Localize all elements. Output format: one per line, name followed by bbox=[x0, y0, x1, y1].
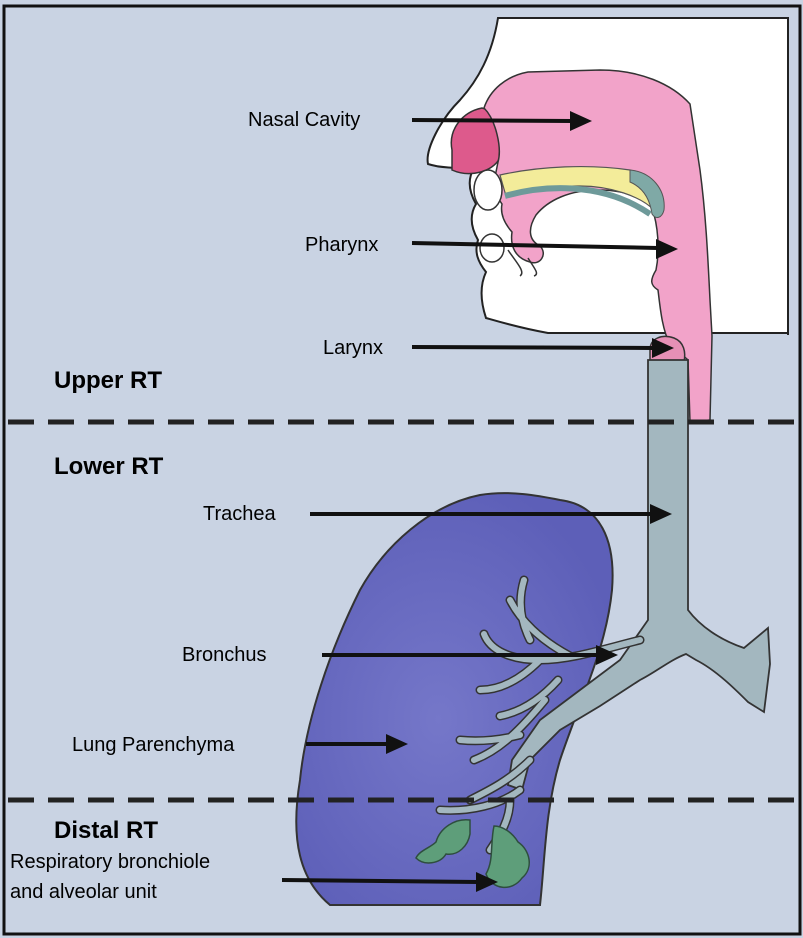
label-bronchus: Bronchus bbox=[182, 644, 267, 666]
label-nasal-cavity: Nasal Cavity bbox=[248, 109, 360, 131]
label-respiratory-bronchiole: Respiratory bronchiole bbox=[10, 851, 210, 873]
region-lower-rt: Lower RT bbox=[54, 453, 164, 480]
lower-teeth bbox=[480, 234, 504, 262]
label-trachea: Trachea bbox=[203, 503, 277, 525]
upper-teeth bbox=[474, 170, 502, 210]
label-lung-parenchyma: Lung Parenchyma bbox=[72, 734, 235, 756]
region-upper-rt: Upper RT bbox=[54, 367, 162, 394]
label-pharynx: Pharynx bbox=[305, 234, 378, 256]
label-alveolar-unit: and alveolar unit bbox=[10, 881, 157, 903]
region-distal-rt: Distal RT bbox=[54, 817, 158, 844]
label-larynx: Larynx bbox=[323, 337, 383, 359]
